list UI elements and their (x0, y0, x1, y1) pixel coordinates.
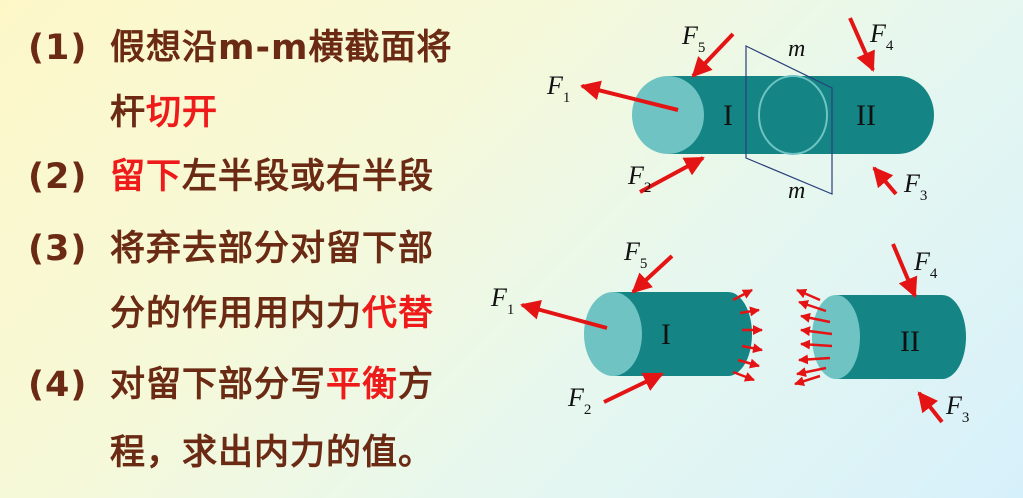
force-F4-label: F4 (869, 19, 894, 54)
step-4-line-1: (4) 对留下部分写平衡方 (28, 364, 434, 406)
force-F2-label: F2 (627, 161, 651, 196)
force-F3-arrow-bottom (917, 391, 944, 424)
section-circle (758, 75, 828, 155)
force-F5-arrow (691, 32, 735, 78)
force-F3-label-bottom: F3 (945, 391, 969, 426)
step-text: 程，求出内力的值。 (110, 433, 435, 473)
step-3-line-1: (3) 将弃去部分对留下部 (28, 228, 434, 270)
force-F1-arrow (580, 80, 679, 112)
force-F1-label-bottom: F1 (490, 283, 514, 318)
step-text: 对留下部分写 (110, 365, 327, 405)
section-mark-bottom: m (788, 178, 805, 204)
step-1-number: (1) (28, 28, 88, 68)
step-2-line-1: (2) 留下左半段或右半段 (28, 156, 434, 198)
part-II-body (836, 295, 966, 379)
force-F3-arrow (872, 166, 898, 196)
section-method-figure: I II m m F1 F2 F3 F4 F5 I II (490, 17, 969, 426)
bar-left-end-face (632, 76, 704, 154)
step-text: 假想沿m-m横截面将 (110, 28, 453, 68)
step-4-number: (4) (28, 365, 88, 405)
force-F5-label: F5 (681, 21, 705, 56)
force-F1-label: F1 (546, 71, 570, 106)
force-F2-arrow-bottom (603, 372, 664, 404)
step-text-highlight: 切开 (146, 93, 219, 133)
force-F4-arrow (848, 17, 875, 72)
part-II-label-bottom: II (900, 325, 920, 358)
force-F5-arrow-bottom (631, 254, 674, 294)
step-1-line-2: 杆切开 (110, 92, 218, 134)
step-text-highlight: 平衡 (326, 365, 399, 405)
step-text: 分的作用用内力 (110, 294, 363, 334)
force-F1-arrow-bottom (520, 300, 608, 330)
bar-body (668, 76, 934, 154)
steps-list: (1) 假想沿m-m横截面将 杆切开 (2) 留下左半段或右半段 (3) 将弃去部分对… (0, 0, 490, 498)
force-F3-label: F3 (903, 169, 927, 204)
step-text: 方 (398, 365, 435, 405)
part-I-label-bottom: I (661, 318, 671, 351)
part-II-label: II (856, 99, 876, 132)
step-text: 左半段或右半段 (182, 157, 435, 197)
step-2-number: (2) (28, 157, 88, 197)
step-text-highlight: 代替 (362, 294, 435, 334)
part-I-label: I (723, 99, 733, 132)
whole-bar (632, 45, 934, 195)
left-part-I (584, 292, 752, 376)
section-mark-top: m (788, 36, 805, 62)
part-I-body (613, 292, 752, 376)
force-F4-label-bottom: F4 (913, 247, 938, 282)
force-F5-label-bottom: F5 (623, 237, 647, 272)
step-text: 杆 (110, 93, 147, 133)
force-F2-label-bottom: F2 (567, 383, 591, 418)
step-1-line-1: (1) 假想沿m-m横截面将 (28, 27, 452, 69)
internal-forces-part-I (732, 288, 763, 382)
right-part-II (812, 295, 966, 379)
step-text-highlight: 留下 (110, 157, 183, 197)
cutting-plane (745, 45, 833, 195)
force-F2-arrow (639, 156, 705, 194)
internal-forces-part-II (794, 288, 833, 387)
part-I-end-face (584, 292, 642, 376)
force-F4-arrow-bottom (891, 243, 918, 298)
step-4-line-2: 程，求出内力的值。 (110, 432, 434, 474)
step-3-number: (3) (28, 229, 88, 269)
step-text: 将弃去部分对留下部 (110, 229, 435, 269)
step-3-line-2: 分的作用用内力代替 (110, 293, 434, 335)
